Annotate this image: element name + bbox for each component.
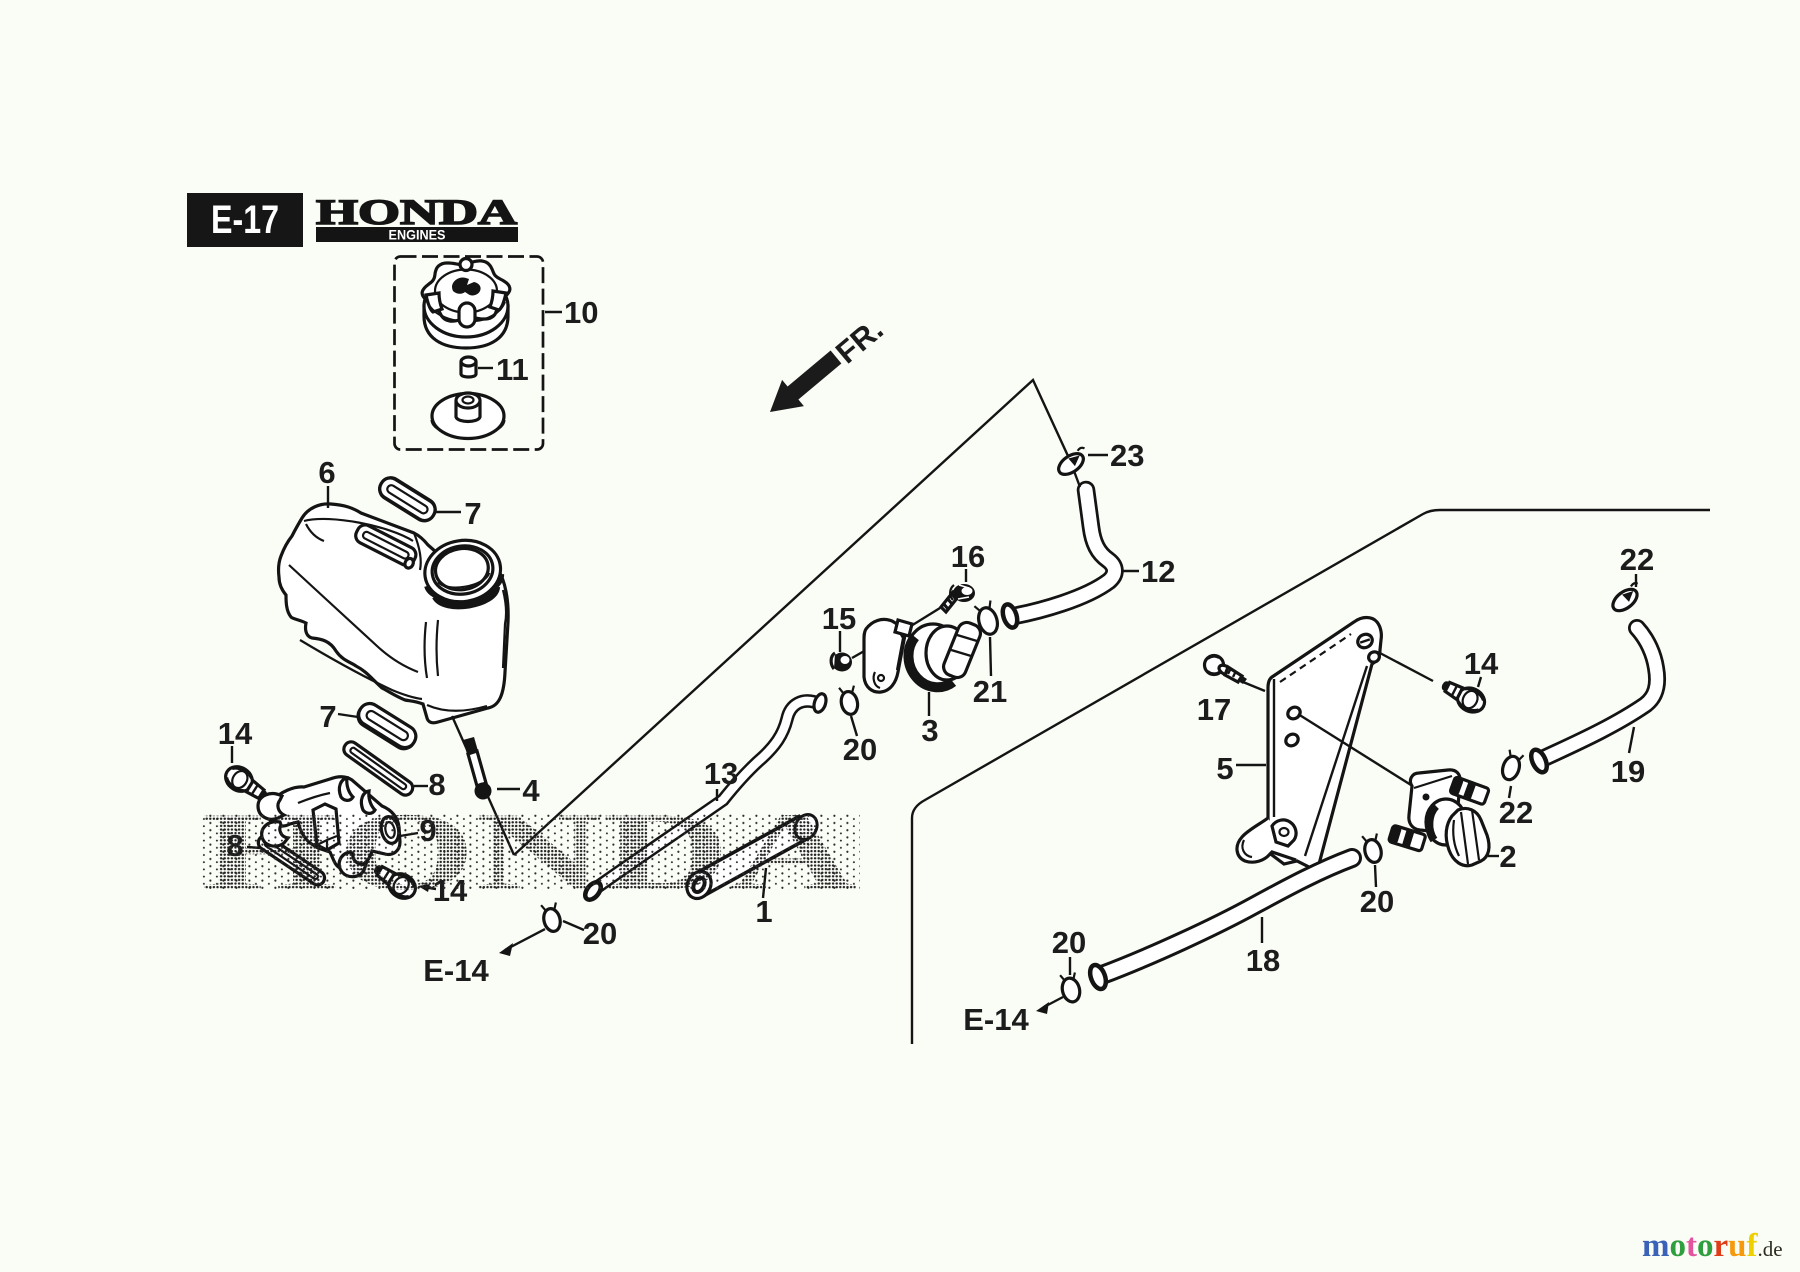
svg-text:ENGINES: ENGINES <box>389 228 446 243</box>
svg-text:8: 8 <box>428 767 445 802</box>
svg-text:5: 5 <box>1216 751 1233 786</box>
svg-text:18: 18 <box>1246 943 1280 978</box>
svg-text:4: 4 <box>522 773 540 808</box>
svg-text:E-14: E-14 <box>963 1002 1029 1037</box>
svg-text:7: 7 <box>464 496 481 531</box>
svg-text:13: 13 <box>704 756 738 791</box>
svg-text:E-17: E-17 <box>211 198 279 242</box>
svg-text:11: 11 <box>496 352 529 387</box>
svg-text:20: 20 <box>843 732 877 767</box>
svg-text:1: 1 <box>755 894 772 929</box>
svg-text:20: 20 <box>1052 925 1086 960</box>
svg-text:17: 17 <box>1197 692 1231 727</box>
svg-text:21: 21 <box>973 674 1007 709</box>
svg-text:6: 6 <box>318 455 335 490</box>
svg-text:2: 2 <box>1499 839 1516 874</box>
svg-text:20: 20 <box>1360 884 1394 919</box>
svg-text:16: 16 <box>951 539 985 574</box>
svg-text:15: 15 <box>822 601 856 636</box>
svg-text:HONDA: HONDA <box>316 192 517 232</box>
svg-text:3: 3 <box>921 713 938 748</box>
svg-text:motoruf.de: motoruf.de <box>1642 1228 1783 1264</box>
svg-text:14: 14 <box>1464 646 1499 681</box>
svg-text:22: 22 <box>1620 542 1654 577</box>
svg-text:12: 12 <box>1141 554 1175 589</box>
svg-text:23: 23 <box>1110 438 1144 473</box>
svg-text:14: 14 <box>218 716 253 751</box>
svg-text:HONDA: HONDA <box>201 790 857 914</box>
svg-text:7: 7 <box>319 699 336 734</box>
svg-text:10: 10 <box>564 295 598 330</box>
svg-text:19: 19 <box>1611 754 1645 789</box>
svg-text:20: 20 <box>583 916 617 951</box>
svg-text:E-14: E-14 <box>423 953 489 988</box>
svg-text:22: 22 <box>1499 795 1533 830</box>
